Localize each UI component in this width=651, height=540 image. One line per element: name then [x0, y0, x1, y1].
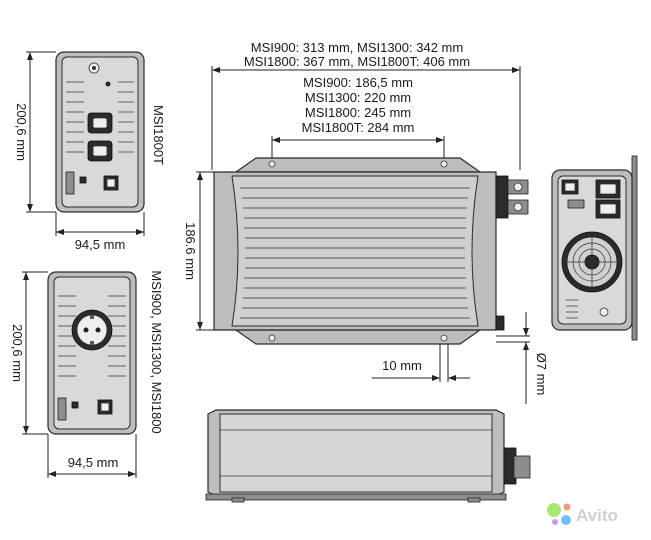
hole-spacing-label-4: MSI1800T: 284 mm — [302, 120, 415, 135]
avito-watermark: Avito — [547, 503, 618, 525]
watermark-text: Avito — [576, 506, 618, 525]
side-height-bottom-label: 200,6 mm — [10, 324, 25, 382]
end-view-msi900-1800 — [22, 271, 137, 478]
hole-spacing-label-2: MSI1300: 220 mm — [305, 90, 411, 105]
model-top-label: MSI1800T — [151, 105, 166, 165]
side-width-top-label: 94,5 mm — [75, 237, 126, 252]
model-bottom-label: MSI900, MSI1300, MSI1800 — [149, 270, 164, 433]
overall-width-label-2: MSI1800: 367 mm, MSI1800T: 406 mm — [244, 54, 470, 69]
foot-width-label: 10 mm — [382, 358, 422, 373]
side-height-top-label: 200,6 mm — [14, 103, 29, 161]
hole-spacing-label-3: MSI1800: 245 mm — [305, 105, 411, 120]
overall-width-label-1: MSI900: 313 mm, MSI1300: 342 mm — [251, 40, 463, 55]
body-height-label: 186.6 mm — [183, 222, 198, 280]
side-view-inverter — [205, 409, 531, 503]
avito-logo-icon — [547, 503, 561, 517]
top-view-inverter — [196, 66, 530, 404]
end-view-right — [551, 155, 638, 341]
end-view-msi1800t — [26, 51, 145, 236]
side-width-bottom-label: 94,5 mm — [68, 455, 119, 470]
hole-diameter-label: Ø7 mm — [534, 353, 549, 396]
hole-spacing-label-1: MSI900: 186,5 mm — [303, 75, 413, 90]
